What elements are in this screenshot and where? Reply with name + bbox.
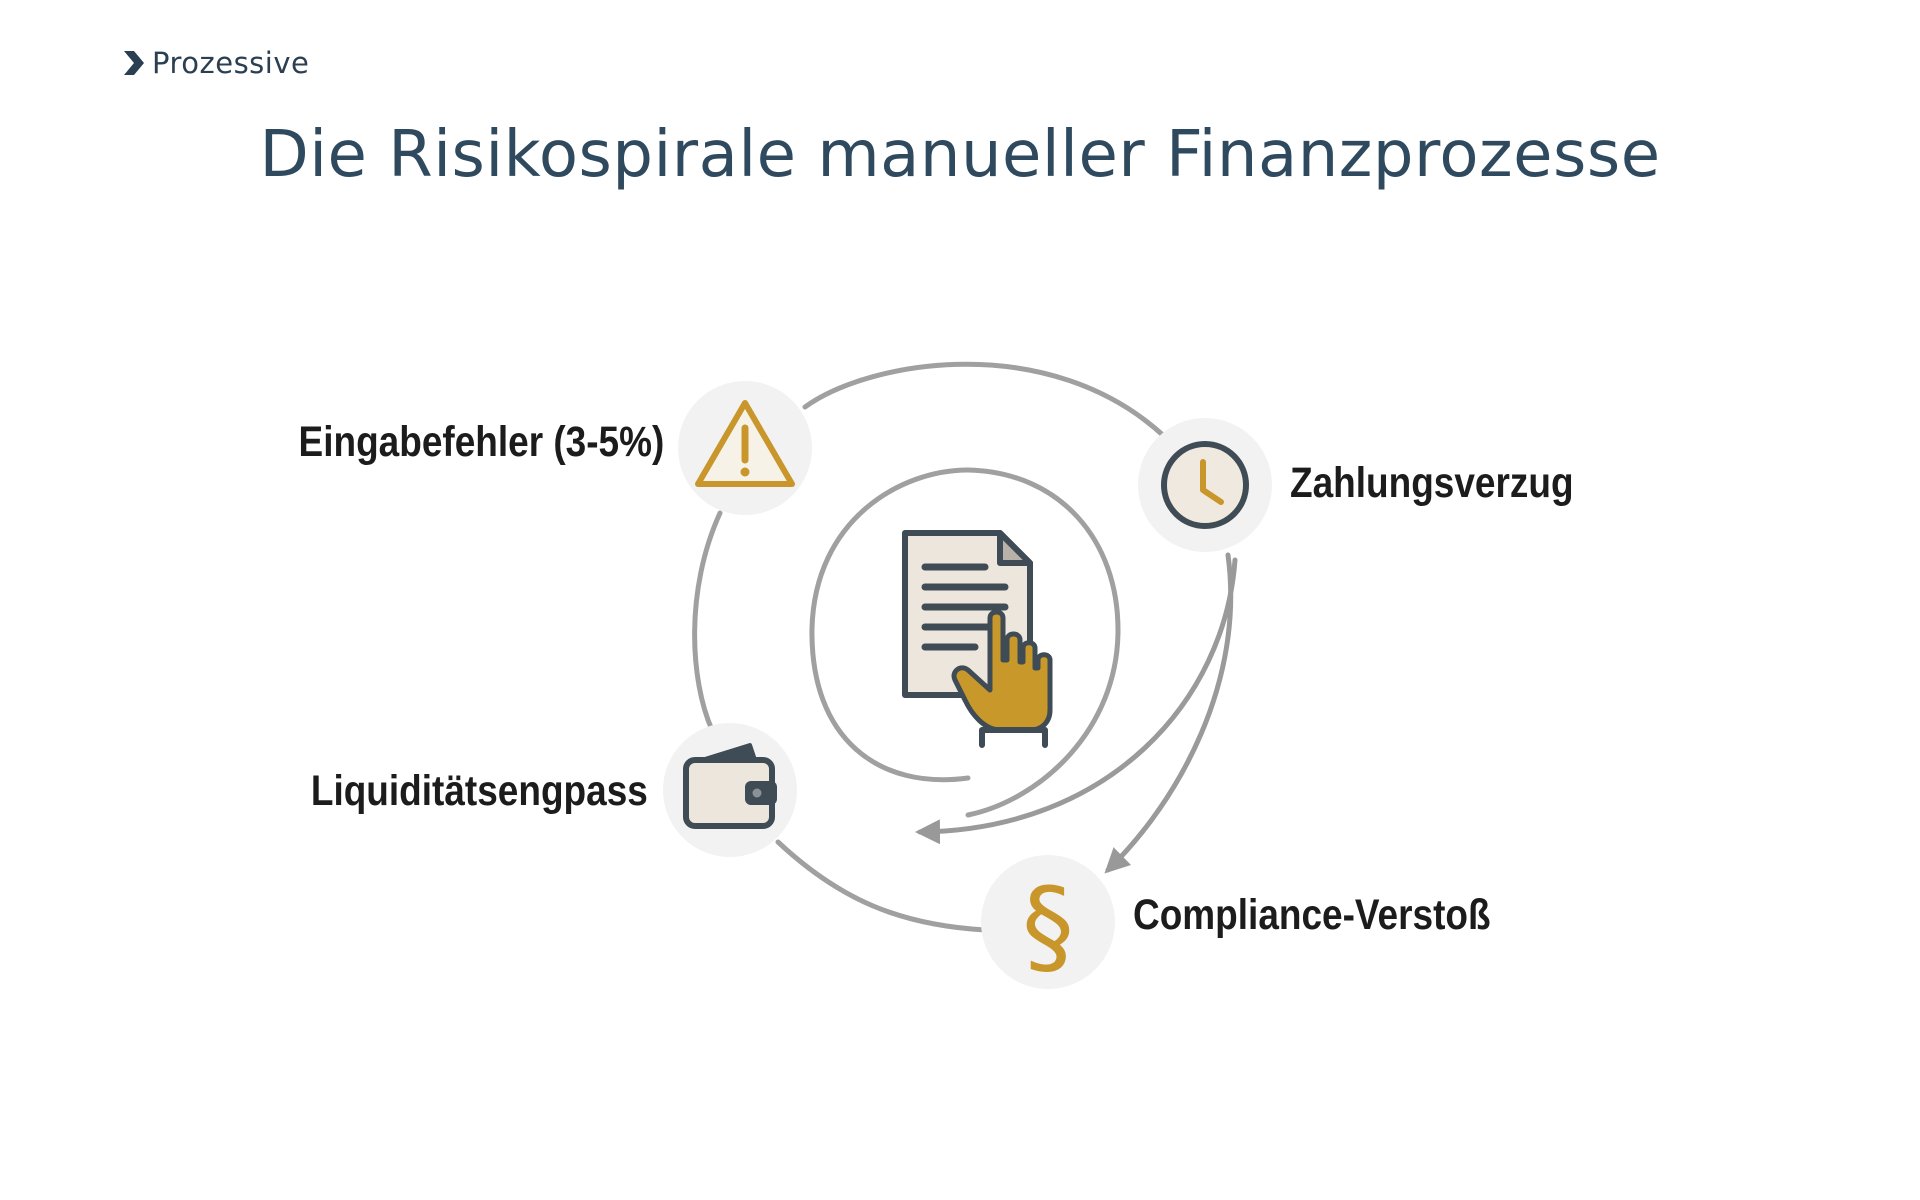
clock-icon bbox=[1161, 441, 1249, 529]
arrow-clock-to-center bbox=[915, 557, 1238, 845]
chevron-right-icon bbox=[124, 51, 144, 75]
spiral-arcs bbox=[692, 361, 1168, 933]
warning-triangle-icon bbox=[695, 400, 795, 487]
inner-spiral bbox=[809, 467, 1121, 818]
document-with-hand-icon bbox=[902, 530, 1053, 748]
paragraph-icon: § bbox=[1022, 865, 1074, 987]
label-liquiditaet: Liquiditätsengpass bbox=[311, 767, 648, 815]
node-zahlungsverzug bbox=[1138, 418, 1272, 552]
arc-warning-to-wallet bbox=[692, 510, 723, 733]
page-title: Die Risikospirale manueller Finanzprozes… bbox=[259, 118, 1661, 192]
brand-logo: Prozessive bbox=[120, 46, 309, 80]
label-zahlungsverzug: Zahlungsverzug bbox=[1290, 459, 1574, 507]
arrow-clock-to-paragraph bbox=[1104, 552, 1234, 874]
brand-name: Prozessive bbox=[152, 46, 310, 80]
node-compliance: § bbox=[981, 855, 1115, 989]
label-eingabefehler: Eingabefehler (3-5%) bbox=[298, 418, 664, 466]
wallet-icon bbox=[683, 743, 777, 829]
node-liquiditaet bbox=[663, 723, 797, 857]
node-eingabefehler bbox=[678, 381, 812, 515]
arc-warning-to-clock bbox=[802, 361, 1168, 440]
spiral-arrows bbox=[915, 552, 1238, 874]
arc-wallet-to-paragraph bbox=[775, 839, 988, 933]
label-compliance: Compliance-Verstoß bbox=[1133, 891, 1491, 939]
